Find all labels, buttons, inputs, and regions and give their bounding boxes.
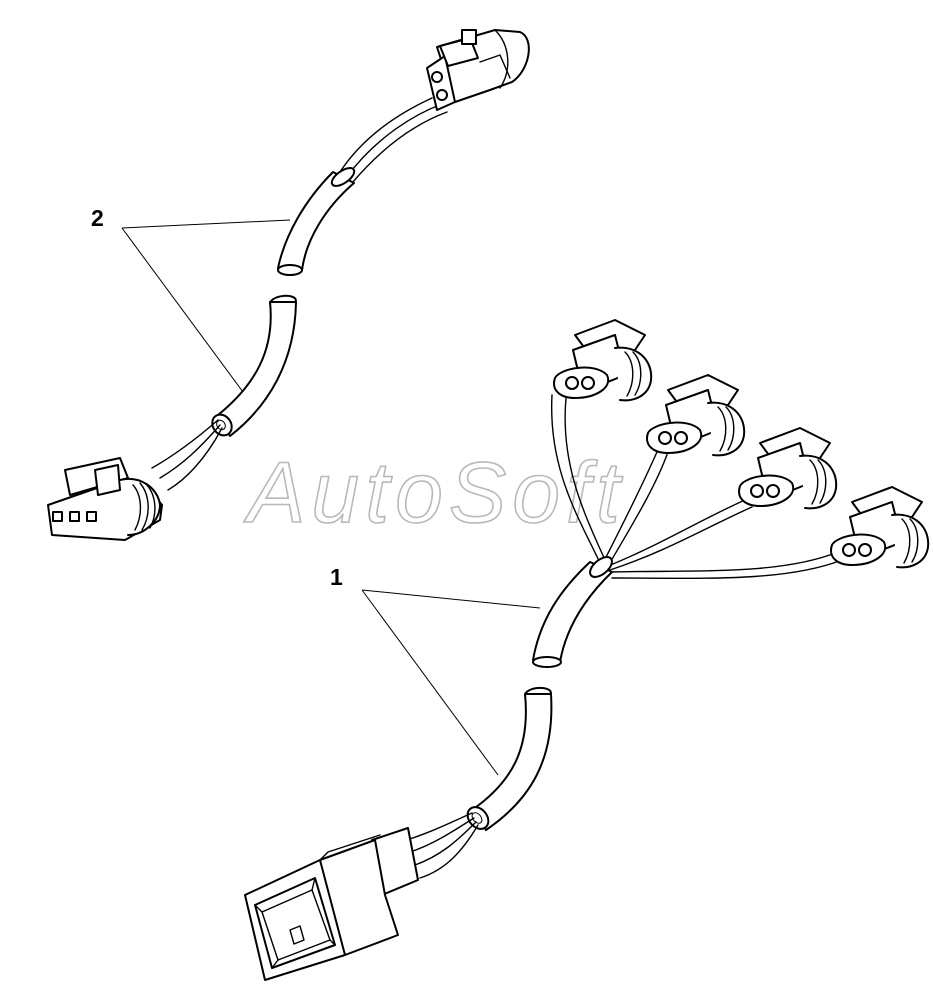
connector-2pin-2 xyxy=(646,374,746,457)
connector-2pin-3 xyxy=(738,427,838,510)
harness-2 xyxy=(47,29,530,541)
connector-3pin-harness-2 xyxy=(47,457,163,541)
callout-label-2: 2 xyxy=(91,205,104,231)
callout-1: 1 xyxy=(330,564,541,776)
connector-2pin-1 xyxy=(553,319,653,402)
harness-1 xyxy=(244,319,930,981)
connector-2pin-4 xyxy=(830,486,930,569)
connector-top-harness-2 xyxy=(426,29,530,111)
callout-2: 2 xyxy=(91,205,291,393)
callout-label-1: 1 xyxy=(330,564,343,590)
connector-multipin-harness-1 xyxy=(244,827,419,981)
